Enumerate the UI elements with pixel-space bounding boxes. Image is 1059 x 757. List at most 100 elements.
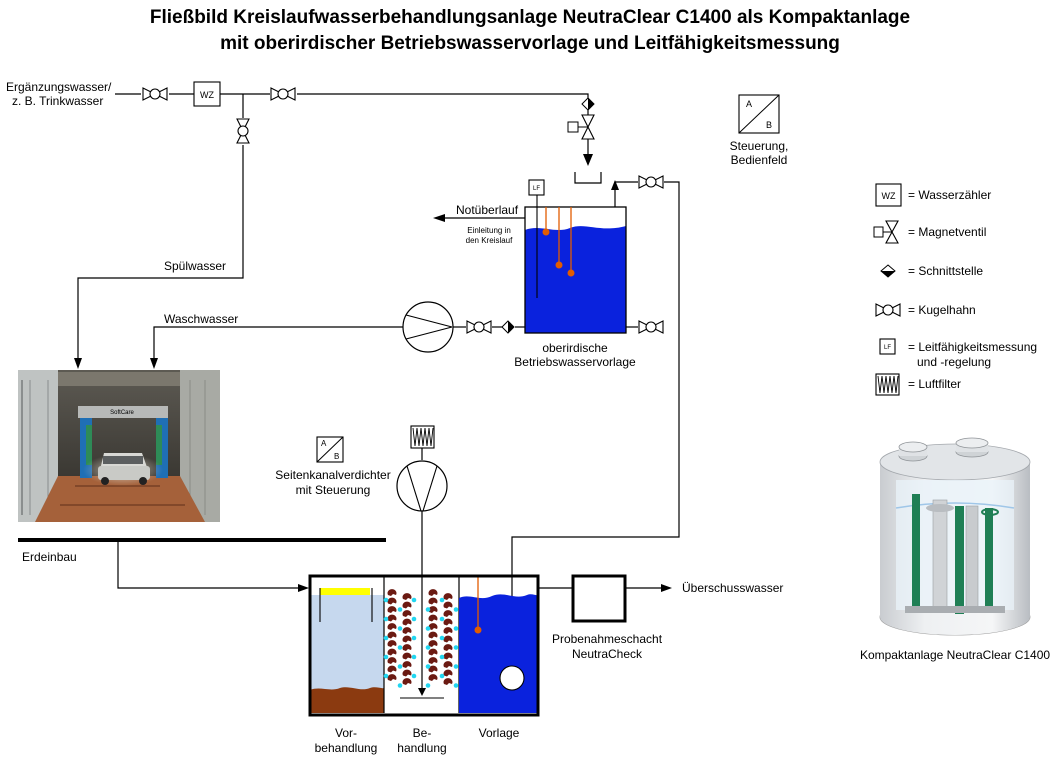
behandlung-label-line2: handlung <box>397 741 446 755</box>
carrier-element <box>428 631 438 639</box>
air-bubble <box>397 683 403 688</box>
carrier-element <box>443 669 453 677</box>
carrier-element <box>387 657 397 664</box>
carrier-element <box>387 648 397 656</box>
carrier-element <box>387 640 397 647</box>
air-bubble <box>397 664 403 669</box>
legend-meter-tag: WZ <box>882 191 896 201</box>
ball-valve-icon[interactable] <box>638 320 664 334</box>
interface-icon <box>581 97 595 111</box>
carwash-photo: SoftCare <box>18 370 220 522</box>
sampling-shaft <box>571 574 627 623</box>
control-panel-a: A <box>746 99 752 109</box>
carrier-element <box>443 652 453 660</box>
blower-control-icon[interactable]: A B <box>316 436 344 463</box>
ball-valve-icon[interactable] <box>142 87 168 101</box>
control-panel-icon[interactable]: A B <box>738 94 780 134</box>
carrier-element <box>428 597 438 605</box>
underground-plant <box>308 574 540 717</box>
air-bubble <box>383 673 389 679</box>
air-bubble <box>453 664 459 669</box>
waschwasser-label: Waschwasser <box>164 312 238 326</box>
behandlung-label-line1: Be- <box>413 726 432 740</box>
vorlage-underground-label: Vorlage <box>479 726 520 740</box>
carrier-element <box>443 661 453 668</box>
carrier-element <box>443 618 453 626</box>
legend-item-label: = Luftfilter <box>908 377 961 391</box>
solenoid-valve-icon <box>873 220 899 244</box>
carrier-element <box>402 678 412 685</box>
einleitung-label-line1: Einleitung in <box>467 226 511 235</box>
carrier-element <box>402 635 412 643</box>
ball-valve-icon[interactable] <box>236 118 250 144</box>
carrier-element <box>402 593 412 600</box>
diagram-title-line1: Fließbild Kreislaufwasserbehandlungsanla… <box>150 7 910 28</box>
water-meter-icon: WZ <box>193 81 221 107</box>
air-bubble <box>397 626 403 631</box>
carrier-element <box>387 606 397 613</box>
air-bubble <box>397 607 403 612</box>
spuelwasser-label: Spülwasser <box>164 259 226 273</box>
blower-control-b: B <box>334 452 339 461</box>
legend-item-label: = Wasserzähler <box>908 188 991 202</box>
air-bubble <box>439 654 445 660</box>
carrier-element <box>443 593 453 600</box>
probenahme-label-line2: NeutraCheck <box>572 647 643 661</box>
carrier-element <box>428 623 438 630</box>
carrier-element <box>443 678 453 685</box>
air-filter-icon <box>410 425 435 449</box>
carrier-element <box>387 665 397 673</box>
legend-item-label: und -regelung <box>917 355 991 369</box>
meter-icon: WZ <box>875 183 902 207</box>
carrier-element <box>402 627 412 634</box>
ball-valve-icon[interactable] <box>466 320 492 334</box>
carrier-element <box>428 614 438 622</box>
compact-plant-caption: Kompaktanlage NeutraClear C1400 <box>860 648 1050 662</box>
supply-pipe <box>115 93 589 98</box>
air-bubble <box>439 673 445 679</box>
legend-item-label: = Kugelhahn <box>908 303 976 317</box>
carrier-element <box>443 610 453 617</box>
ball-valve-icon[interactable] <box>270 87 296 101</box>
pump-icon[interactable] <box>402 301 454 353</box>
air-bubble <box>411 616 417 622</box>
carrier-element <box>443 601 453 609</box>
spuelwasser-pipe <box>74 94 244 369</box>
interface-icon <box>880 264 896 278</box>
water-meter-tag: WZ <box>200 90 214 100</box>
control-panel-label-line2: Bedienfeld <box>731 153 788 167</box>
carrier-element <box>402 669 412 677</box>
blower-label-line1: Seitenkanalverdichter <box>275 468 390 482</box>
air-filter-icon <box>875 373 900 396</box>
carrier-element <box>428 640 438 647</box>
carrier-element <box>428 606 438 613</box>
legend-lf-tag: LF <box>884 345 891 351</box>
legend-item-label: = Leitfähigkeitsmessung <box>908 340 1037 354</box>
carrier-element <box>443 644 453 651</box>
air-bubble <box>411 654 417 660</box>
compact-plant-image <box>879 437 1031 636</box>
air-bubble <box>397 645 403 650</box>
carrier-element <box>402 644 412 651</box>
supply-label-line2: z. B. Trinkwasser <box>12 94 103 108</box>
carrier-element <box>402 610 412 617</box>
control-panel-b: B <box>766 120 772 130</box>
supply-label-line1: Ergänzungswasser/ <box>6 80 112 94</box>
air-bubble <box>383 597 389 603</box>
blower-control-a: A <box>321 439 327 448</box>
carrier-element <box>387 623 397 630</box>
air-bubble <box>453 607 459 612</box>
carrier-element <box>402 601 412 609</box>
aeration-bubbles <box>383 597 459 688</box>
ball-valve-icon[interactable] <box>638 175 664 189</box>
solenoid-valve-icon[interactable] <box>567 114 595 140</box>
carwash-sign: SoftCare <box>110 410 134 416</box>
ball-valve-icon <box>875 303 901 317</box>
conductivity-sensor-icon: LF <box>528 179 545 196</box>
vorbehandlung-label-line1: Vor- <box>335 726 357 740</box>
carrier-element <box>428 665 438 673</box>
air-bubble <box>425 645 431 650</box>
blower-icon[interactable] <box>396 460 448 512</box>
blower-label-line2: mit Steuerung <box>296 483 371 497</box>
einleitung-label-line2: den Kreislauf <box>466 236 513 245</box>
